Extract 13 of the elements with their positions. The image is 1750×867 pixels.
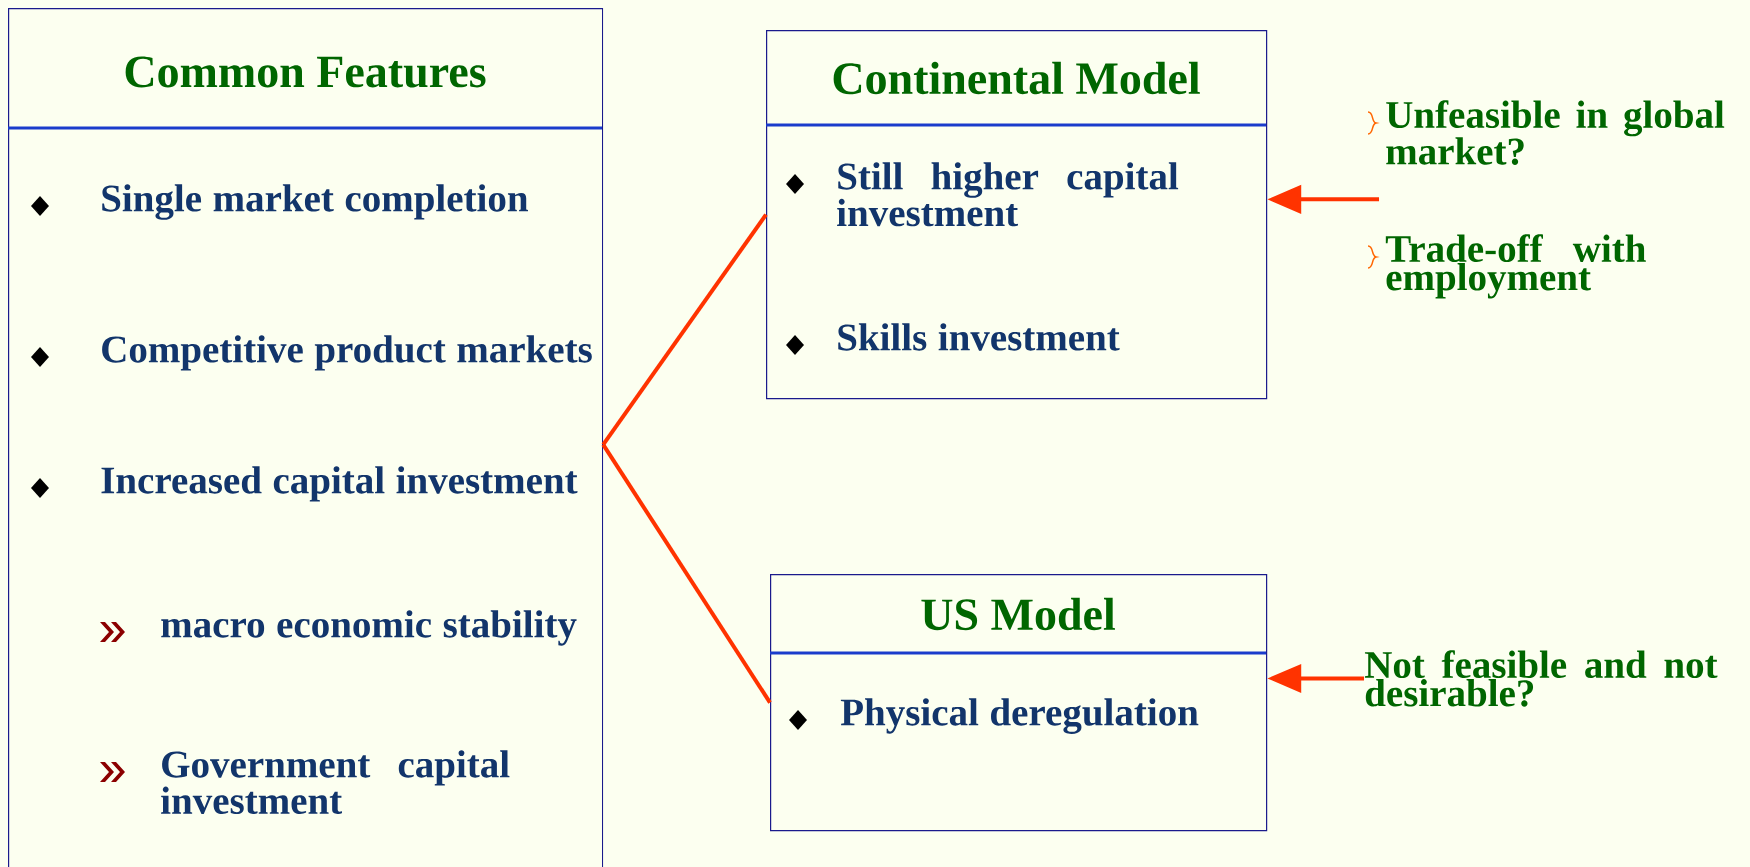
connector-line: [601, 213, 768, 446]
note-text: Not feasible and not desirable?: [1364, 650, 1718, 707]
list-item: Single market completion: [31, 184, 528, 220]
list-item: Trade-off with employment: [1367, 234, 1646, 299]
list-item: Skills investment: [786, 323, 1120, 355]
list-item: Government capital investment: [100, 750, 510, 814]
list-item: Increased capital investment: [31, 466, 578, 502]
list-item: Physical deregulation: [789, 698, 1199, 734]
list-item: macro economic stability: [100, 610, 577, 646]
list-item: Competitive product markets: [31, 335, 592, 371]
connector-line: [601, 443, 772, 704]
list-item: Still higher capital investment: [786, 162, 1179, 227]
list-item: Unfeasible in global market?: [1367, 100, 1725, 165]
